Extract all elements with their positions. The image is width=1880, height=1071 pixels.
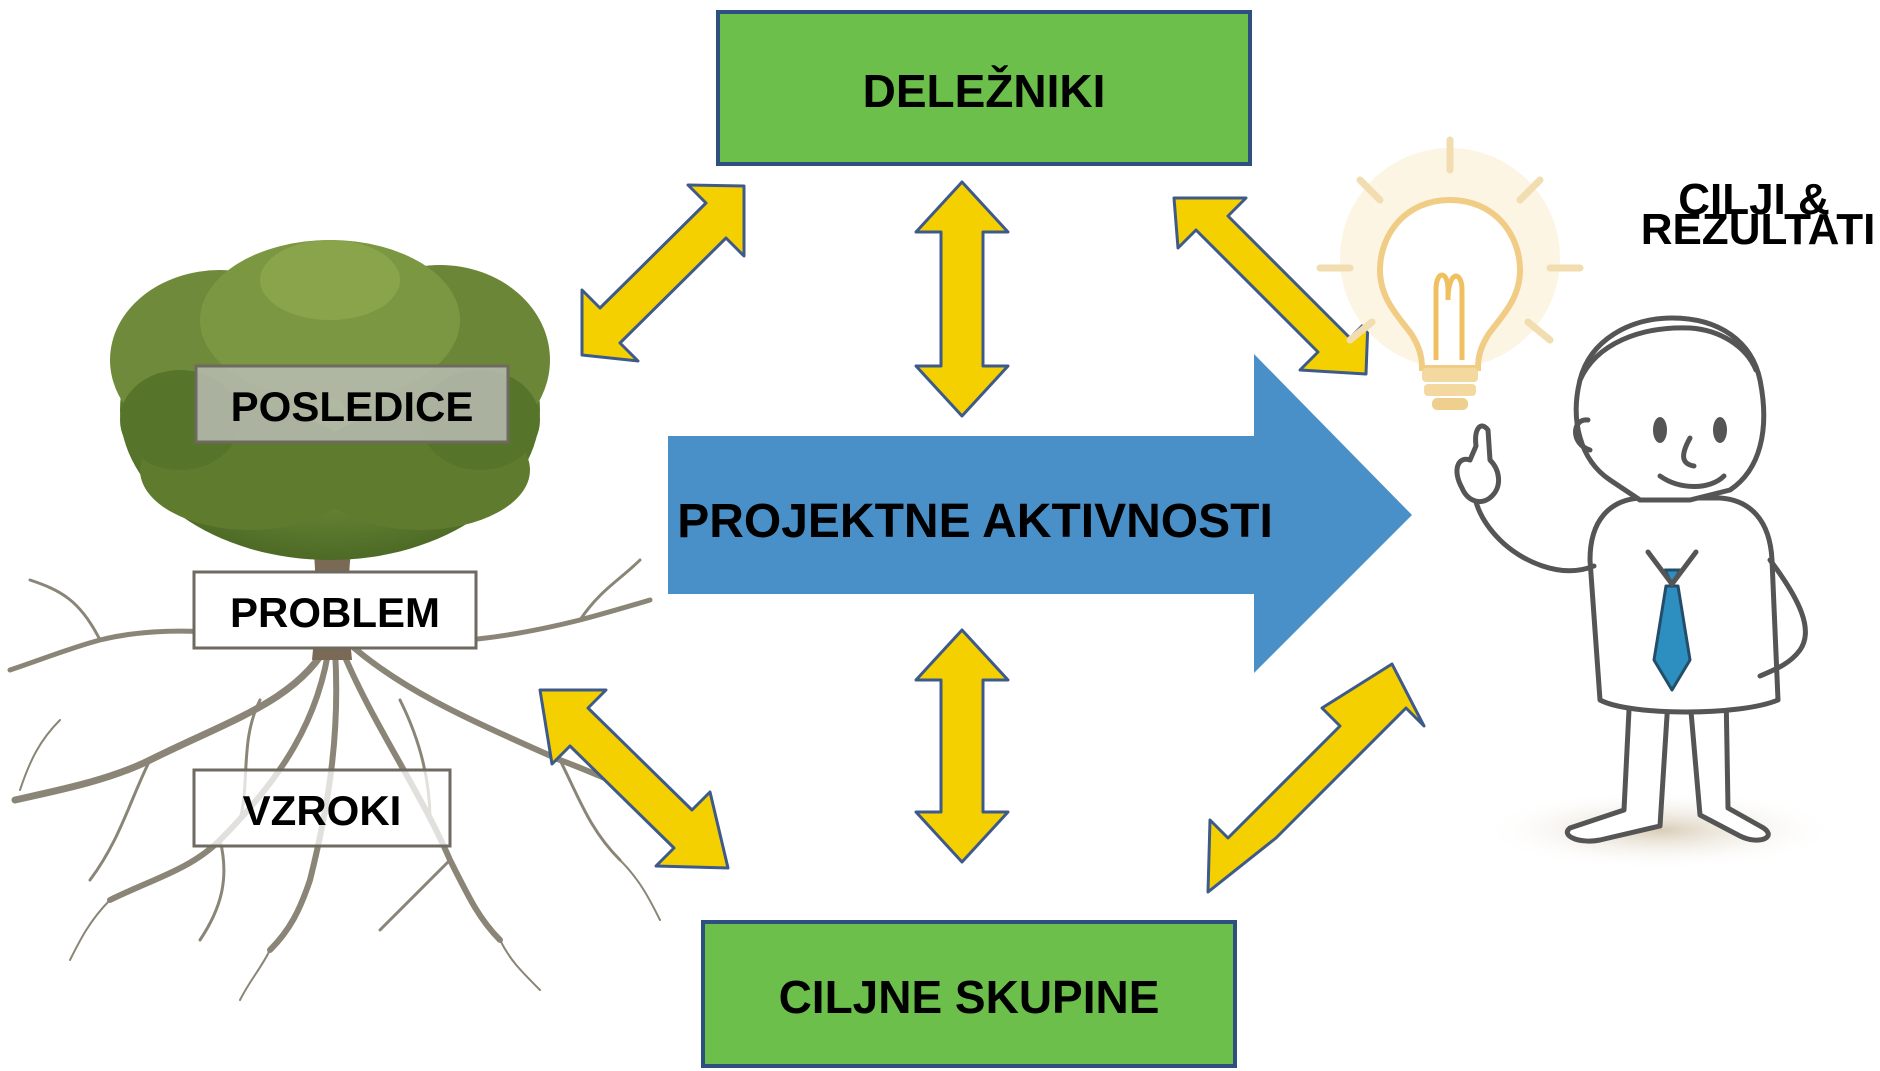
tree-illustration bbox=[7, 240, 663, 1001]
problem-label: PROBLEM bbox=[230, 589, 440, 636]
target-groups-box: CILJNE SKUPINE bbox=[701, 920, 1237, 1068]
goals-results-label: REZULTATI CILJI & bbox=[1641, 175, 1876, 254]
arrow-stakeholders-activities bbox=[914, 180, 1010, 418]
connector-arrows bbox=[538, 180, 1426, 894]
consequences-box: POSLEDICE bbox=[194, 364, 510, 444]
goals-label-line1: REZULTATI bbox=[1641, 205, 1876, 254]
goals-label-line2: CILJI & bbox=[1678, 175, 1830, 224]
tree-foliage bbox=[110, 240, 550, 560]
project-activities-label: PROJEKTNE AKTIVNOSTI bbox=[677, 495, 1273, 548]
causes-label: VZROKI bbox=[243, 787, 402, 834]
stakeholders-box: DELEŽNIKI bbox=[716, 10, 1252, 166]
stakeholders-label: DELEŽNIKI bbox=[863, 65, 1106, 117]
project-activities-arrow: PROJEKTNE AKTIVNOSTI bbox=[668, 354, 1412, 673]
arrow-stakeholders-tree bbox=[580, 183, 746, 363]
target-groups-label: CILJNE SKUPINE bbox=[779, 971, 1160, 1023]
arrow-target-groups-goals bbox=[1206, 662, 1426, 894]
problem-box: PROBLEM bbox=[192, 570, 478, 650]
causes-box: VZROKI bbox=[192, 768, 452, 848]
arrow-activities-target-groups bbox=[914, 628, 1010, 864]
lightbulb-icon bbox=[1316, 136, 1584, 410]
businessman-illustration bbox=[1454, 315, 1840, 870]
consequences-label: POSLEDICE bbox=[231, 383, 474, 430]
arrow-stakeholders-goals bbox=[1172, 196, 1370, 376]
arrow-tree-target-groups bbox=[538, 688, 730, 870]
